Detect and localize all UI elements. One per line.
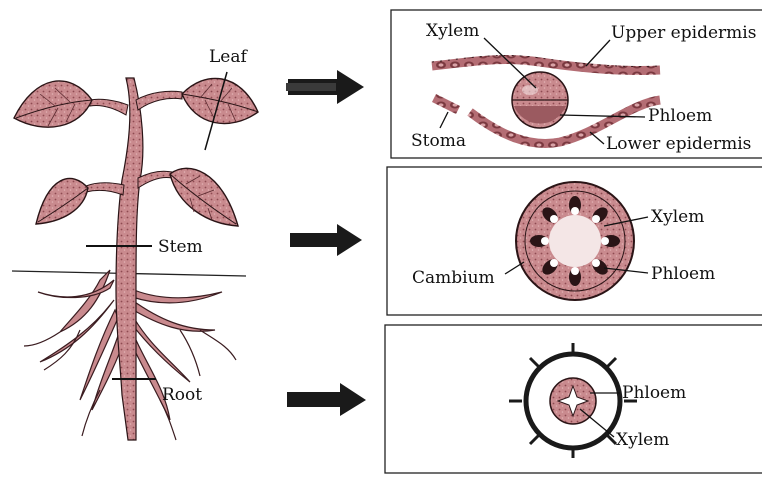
leaf-xylem-label: Xylem [426, 21, 479, 41]
upper-epidermis-pointer [586, 40, 610, 66]
leaf-lower-left [36, 178, 88, 224]
stem-label: Stem [158, 237, 203, 257]
arrow-to-root-section [287, 383, 366, 416]
arrow-to-stem-section [290, 224, 362, 256]
leaf-label: Leaf [209, 47, 248, 67]
stem [116, 78, 143, 440]
stoma-label: Stoma [411, 131, 466, 151]
cambium-label: Cambium [412, 268, 495, 288]
stem-cross-section [516, 182, 634, 300]
upper-epidermis-label: Upper epidermis [611, 23, 756, 43]
stoma-pointer [440, 112, 448, 128]
arrow-to-leaf-section [286, 70, 364, 104]
lower-epidermis-pointer [590, 132, 604, 144]
upper-left-branch [90, 99, 128, 115]
leaf-lower-right [170, 168, 238, 226]
lower-epidermis-label: Lower epidermis [606, 134, 751, 154]
leaf-phloem-label: Phloem [648, 106, 712, 126]
root-xylem-label: Xylem [616, 430, 669, 450]
vascular-bundle [512, 72, 568, 128]
stem-phloem-label: Phloem [651, 264, 715, 284]
lower-left-branch [86, 183, 124, 195]
leaf-upper-right [182, 78, 258, 123]
lower-right-branch [138, 171, 172, 188]
stem-xylem-label: Xylem [651, 207, 704, 227]
root-section-panel: Phloem Xylem [385, 325, 762, 473]
upper-epidermis [432, 59, 660, 70]
leaf-phloem-pointer [560, 115, 645, 117]
stoma-cells [434, 98, 458, 110]
cambium-pointer [505, 262, 524, 274]
stem-section-panel: Xylem Phloem Cambium [387, 167, 762, 315]
leaf-upper-left [14, 81, 92, 127]
plant: Leaf Stem Root [12, 47, 258, 440]
upper-right-branch [136, 91, 182, 110]
root-phloem-label: Phloem [622, 383, 686, 403]
leaf-section-panel: Xylem Upper epidermis Phloem Stoma Lower… [391, 10, 762, 158]
root-label: Root [162, 385, 202, 405]
